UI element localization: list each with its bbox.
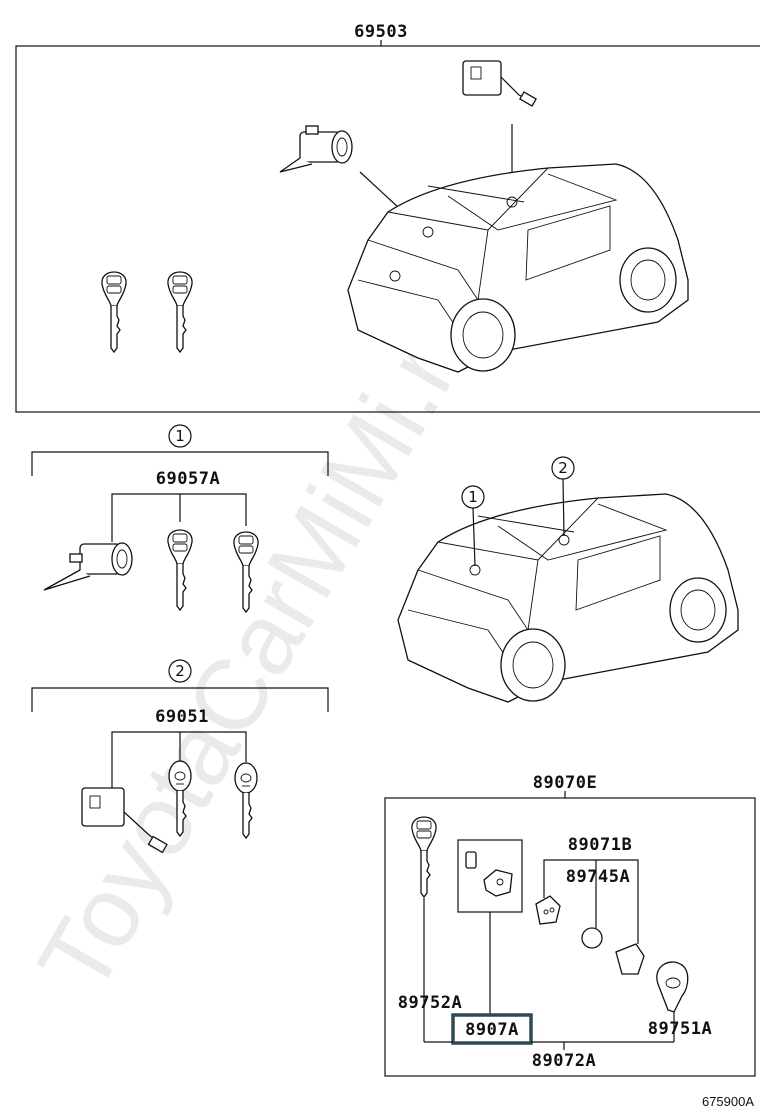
top-assembly-group: 69503 (15, 22, 760, 413)
car-illustration-callouts: 1 2 (397, 456, 739, 703)
key-icon (167, 271, 193, 353)
group-2-circle (168, 659, 192, 683)
emblem-icon (535, 895, 561, 925)
key-icon (101, 271, 127, 353)
car-illustration (347, 163, 689, 373)
group-2-number: 2 (175, 662, 185, 680)
transmitter-board-icon (465, 851, 513, 897)
key-plate-icon (411, 816, 437, 898)
door-lock-cylinder-icon (462, 60, 537, 107)
door-lock-cylinder-icon (81, 787, 168, 854)
highlight-box (451, 1013, 533, 1045)
key-group: 89070E 890 (384, 773, 756, 1077)
group-2: 2 69051 (31, 659, 329, 854)
callout-2-number: 2 (558, 459, 568, 477)
group-1: 1 69057A (31, 424, 329, 613)
callout-1-number: 1 (468, 488, 478, 506)
group-1-label[interactable]: 69057A (156, 469, 220, 489)
key-icon (234, 762, 258, 839)
transmitter-label[interactable]: 8907A (465, 1020, 519, 1040)
group-2-label[interactable]: 69051 (155, 707, 209, 727)
group-1-number: 1 (175, 427, 185, 445)
key-icon (167, 529, 193, 611)
key-plate-label[interactable]: 89752A (398, 993, 462, 1013)
transmitter-housing-icon (656, 961, 689, 1042)
group-1-circle (168, 424, 192, 448)
top-group-frame (15, 45, 760, 413)
ignition-cylinder-icon (279, 125, 353, 173)
ignition-cylinder-icon (43, 542, 133, 591)
key-group-label[interactable]: 89070E (533, 773, 597, 793)
battery-label[interactable]: 89745A (566, 867, 630, 887)
housing-label[interactable]: 89072A (532, 1051, 596, 1071)
cover-icon (615, 943, 645, 975)
cover-label[interactable]: 89751A (648, 1019, 712, 1039)
key-group-frame (384, 797, 756, 1077)
emblem-kit-label[interactable]: 89071B (568, 835, 632, 855)
reference-code: 675900A (702, 1094, 754, 1109)
battery-icon (581, 927, 603, 949)
top-group-label[interactable]: 69503 (354, 22, 408, 42)
